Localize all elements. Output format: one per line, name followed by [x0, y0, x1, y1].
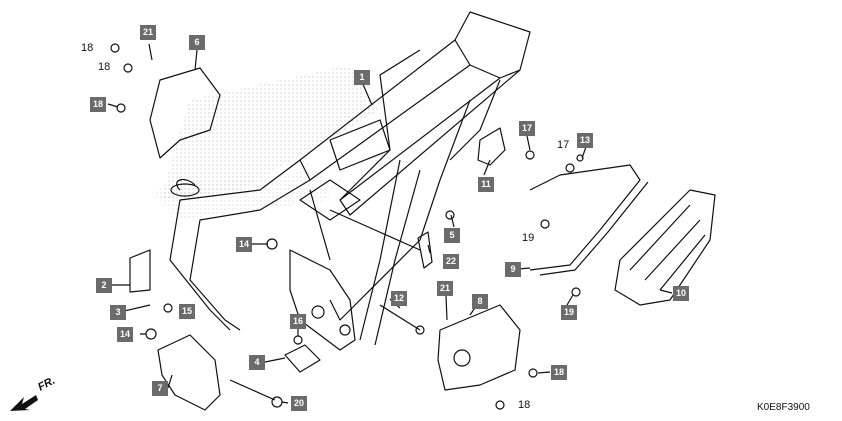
callout-9: 9: [505, 262, 521, 277]
callout-18: 18: [90, 97, 106, 112]
callout-6: 6: [189, 35, 205, 50]
callout-21: 21: [140, 25, 156, 40]
callout-18-plain-top: 18: [81, 42, 94, 54]
callout-3: 3: [110, 305, 126, 320]
callout-17-plain: 17: [557, 139, 570, 151]
callout-2: 2: [96, 278, 112, 293]
callout-19-plain: 19: [522, 232, 535, 244]
callout-7: 7: [152, 381, 168, 396]
callout-16: 16: [290, 314, 306, 329]
callout-11: 11: [478, 177, 494, 192]
callout-19: 19: [561, 305, 577, 320]
callout-4: 4: [249, 355, 265, 370]
callout-13: 13: [577, 133, 593, 148]
callout-18-lower: 18: [551, 365, 567, 380]
callout-1: 1: [354, 70, 370, 85]
callout-5: 5: [444, 228, 460, 243]
callout-14-lower: 14: [117, 327, 133, 342]
diagram-code: K0E8F3900: [757, 402, 810, 413]
callout-18-plain-bottom: 18: [518, 399, 531, 411]
callout-8: 8: [472, 294, 488, 309]
callout-10: 10: [673, 286, 689, 301]
callout-21-lower: 21: [437, 281, 453, 296]
callout-18-plain-second: 18: [98, 61, 111, 73]
callout-12: 12: [391, 291, 407, 306]
callout-17: 17: [519, 121, 535, 136]
callout-22: 22: [443, 254, 459, 269]
callout-14: 14: [236, 237, 252, 252]
callout-15: 15: [179, 304, 195, 319]
callout-20: 20: [291, 396, 307, 411]
front-arrow-icon: [10, 395, 38, 411]
